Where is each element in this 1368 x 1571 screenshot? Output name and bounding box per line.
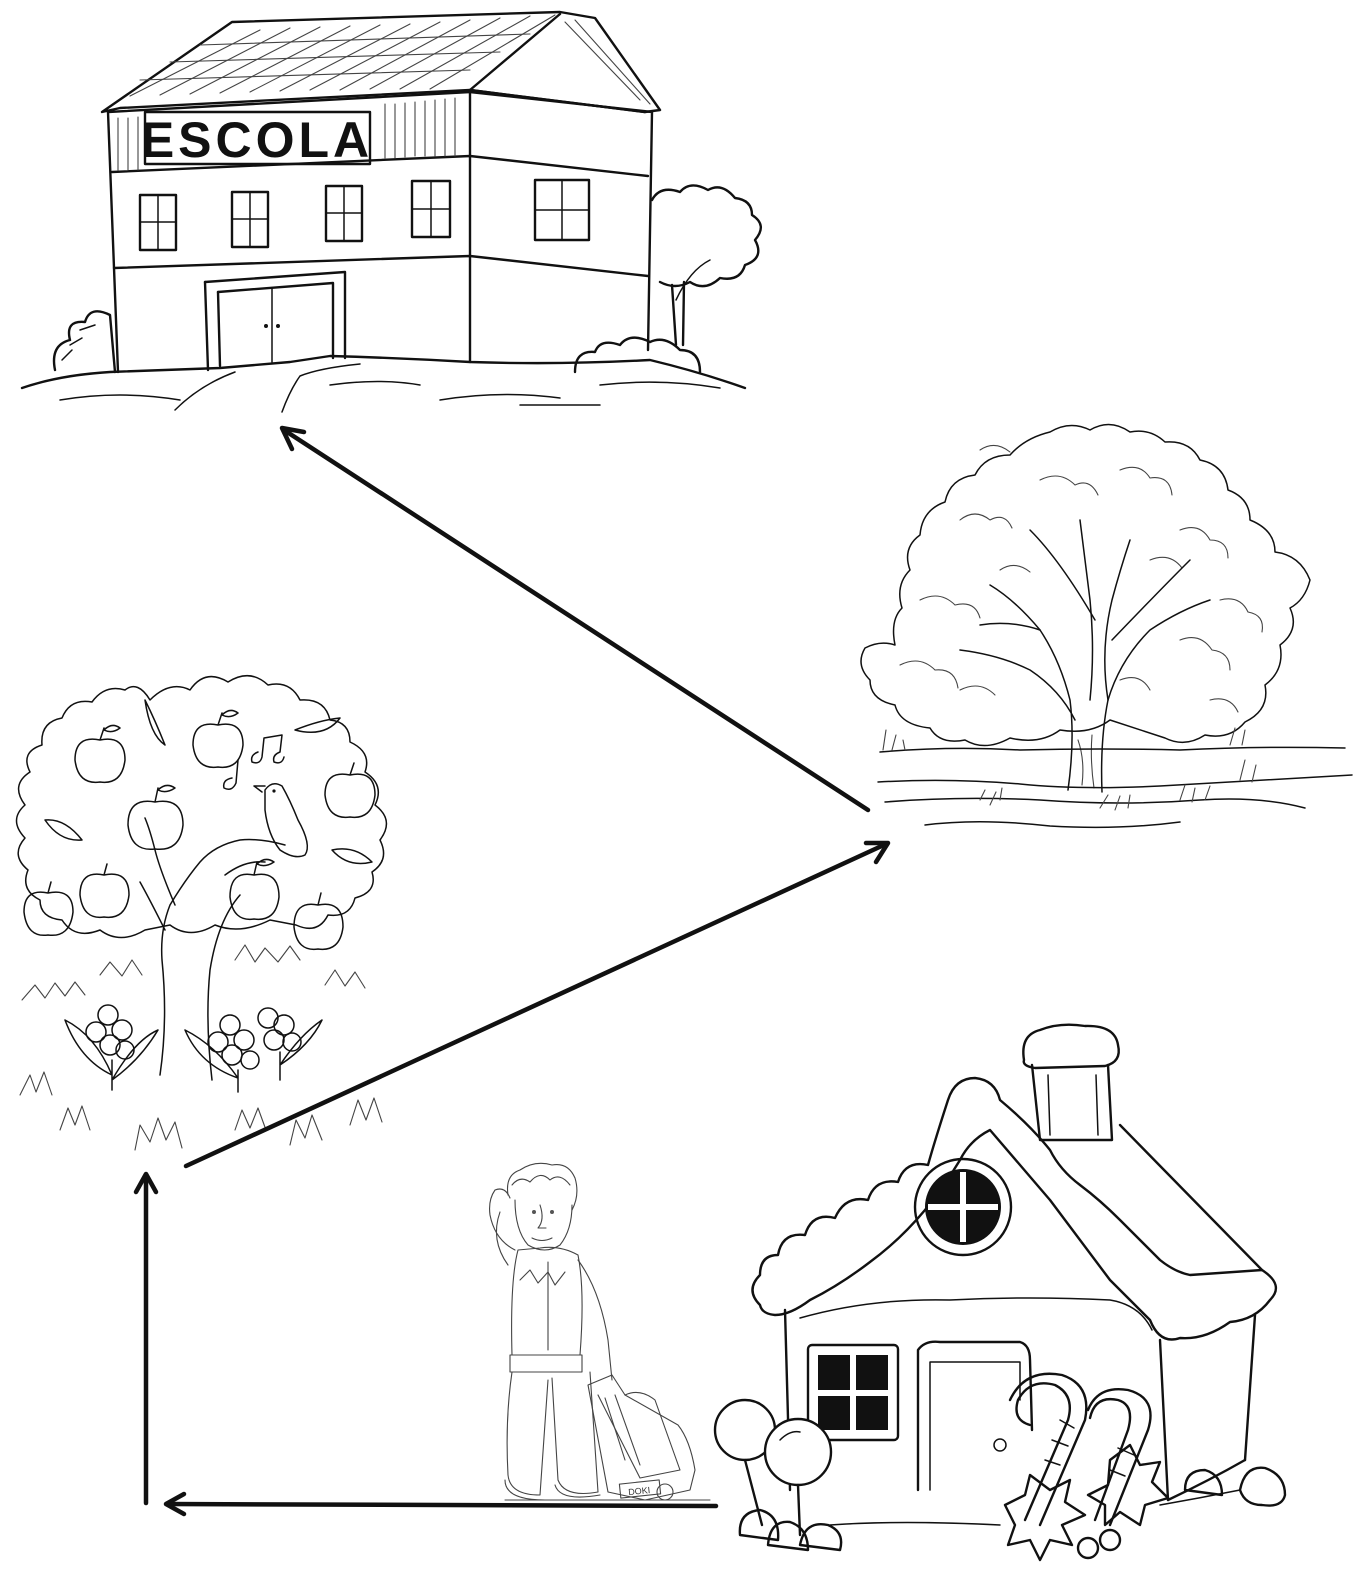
child-with-backpack: DOKI [490,1163,710,1500]
apple-tree [17,676,387,1150]
music-notes-icon [224,735,284,789]
holly-leaves [1005,1475,1085,1560]
school-windows [140,180,589,250]
school-door [205,272,345,370]
arrow-up-to-apple-tree [136,1174,156,1503]
arrow-big-tree-to-school [282,428,868,810]
big-oak-tree [861,424,1352,827]
school-sign-text: ESCOLA [141,112,373,168]
lollipops [715,1400,831,1535]
flowers [65,1005,322,1092]
backpack-icon: DOKI [588,1375,695,1500]
arrow-apple-tree-to-big-tree [186,843,888,1166]
school-side-tree [652,185,761,345]
house [715,1025,1285,1560]
apples [24,710,375,949]
house-door [918,1342,1032,1490]
bird-icon [254,784,307,857]
school-bush-left [54,311,115,372]
school-building: ESCOLA [22,12,761,412]
